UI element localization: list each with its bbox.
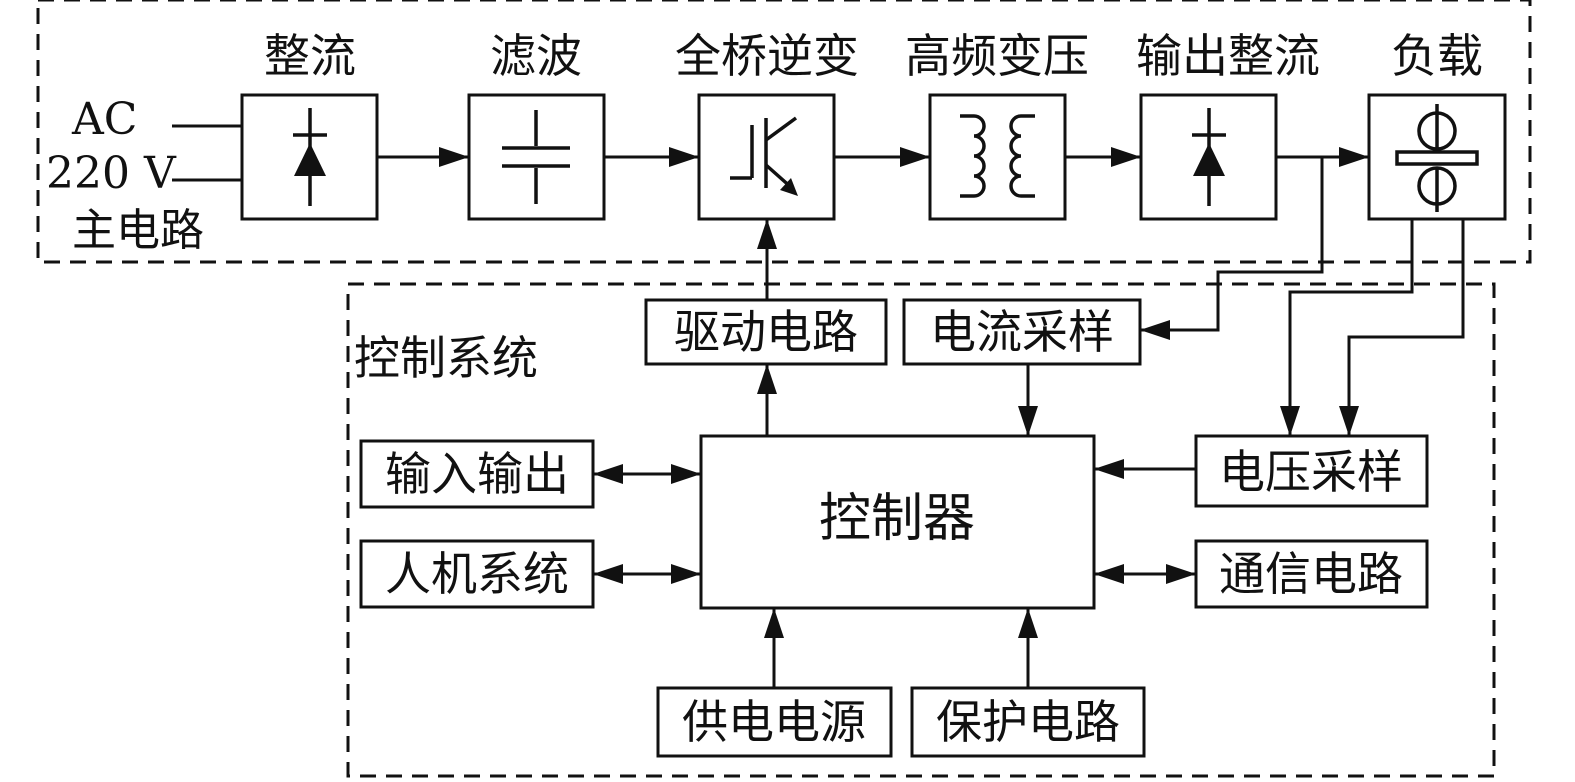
input-ac-label: AC: [71, 94, 137, 145]
voltage-sampling-feedback-line-2: [1339, 219, 1465, 436]
communication-label: 通信电路: [1219, 547, 1403, 601]
stage-label-inverter: 全桥逆变: [675, 29, 859, 83]
io-label: 输入输出: [385, 447, 569, 501]
controller-label: 控制器: [819, 489, 975, 549]
stage-label-filter: 滤波: [490, 29, 582, 83]
main-circuit-label: 主电路: [72, 205, 204, 256]
current-sampling-feedback-line: [1140, 157, 1324, 340]
control-system-frame: [346, 282, 1496, 778]
output-diode-icon: [1192, 108, 1226, 206]
transformer-icon: [960, 114, 1035, 198]
communication-block: [1194, 539, 1429, 609]
capacitor-icon: [502, 110, 570, 204]
stage-label-load: 负载: [1391, 29, 1483, 83]
drive-circuit-label: 驱动电路: [674, 305, 858, 359]
main-circuit-frame: [36, 0, 1532, 264]
power-supply-block: [656, 686, 893, 758]
stage-label-output-rectifier: 输出整流: [1136, 29, 1320, 83]
current-sampling-block: [902, 298, 1142, 366]
hmi-label: 人机系统: [385, 547, 569, 601]
stage-label-transformer: 高频变压: [905, 29, 1089, 83]
control-system-label: 控制系统: [354, 331, 538, 385]
power-supply-label: 供电电源: [682, 695, 866, 749]
welding-load-icon: [1395, 104, 1479, 212]
protection-label: 保护电路: [936, 695, 1120, 749]
transformer-block: [928, 93, 1067, 221]
diode-rectifier-icon: [293, 108, 327, 206]
stage-label-rectifier: 整流: [264, 29, 356, 83]
io-block: [359, 439, 595, 509]
hmi-block: [359, 539, 595, 609]
current-sampling-label: 电流采样: [930, 305, 1114, 359]
input-voltage-label: 220 V: [46, 148, 177, 199]
voltage-sampling-label: 电压采样: [1219, 445, 1403, 499]
inverter-block: [697, 93, 836, 221]
igbt-transistor-icon: [730, 116, 798, 196]
controller-block: [699, 434, 1096, 610]
voltage-sampling-feedback-line-1: [1280, 219, 1414, 436]
voltage-sampling-block: [1194, 434, 1429, 508]
